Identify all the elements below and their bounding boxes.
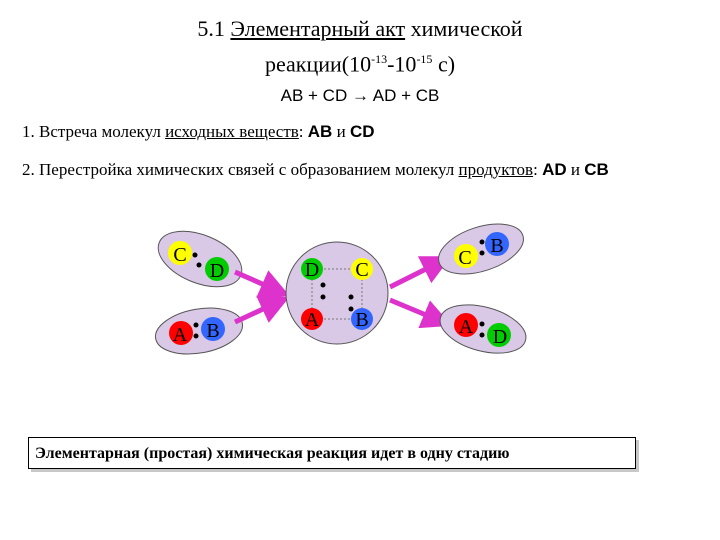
step1-b: CD <box>349 122 375 141</box>
title-rest: химической <box>410 16 523 41</box>
label-d-complex: D <box>305 259 319 281</box>
bond-dot <box>193 322 199 328</box>
section-number: 5.1 <box>197 16 225 41</box>
step1-a: AB <box>307 122 333 141</box>
step2-sep: : <box>533 160 543 179</box>
label-c-cb: C <box>458 247 471 269</box>
bond-dot <box>196 262 202 268</box>
arrow-to-ad <box>389 297 452 329</box>
atom-c-cd <box>168 241 192 265</box>
complex-bonds <box>311 268 363 320</box>
bond-dot <box>320 294 326 300</box>
arrow-ab-to-complex <box>233 295 290 325</box>
atom-b-ab <box>201 317 225 341</box>
step-2: 2. Перестройка химических связей с образ… <box>22 160 609 180</box>
label-a-complex: A <box>305 309 320 331</box>
atom-d-cd <box>205 257 229 281</box>
bond-dot <box>348 306 354 312</box>
bond-dot <box>193 333 199 339</box>
molecule-ab: A B <box>155 307 243 355</box>
step2-a: AD <box>542 160 567 179</box>
time-suffix: с) <box>432 51 456 77</box>
bond-dot <box>479 321 485 327</box>
step1-prefix: 1. Встреча молекул <box>22 122 166 141</box>
molecule-ad-shell <box>439 304 527 354</box>
molecule-ab-shell <box>155 307 243 355</box>
molecule-cb-shell <box>438 223 524 275</box>
step1-underlined: исходных веществ <box>165 122 299 141</box>
label-c-complex: C <box>355 259 368 281</box>
label-b-cb: B <box>490 235 503 257</box>
label-d-ad: D <box>493 326 507 348</box>
bond-dot <box>479 250 485 256</box>
activated-complex: D C A B <box>285 241 389 345</box>
bond-dot <box>320 282 326 288</box>
bond-dot <box>479 332 485 338</box>
atom-c-cb <box>454 244 478 268</box>
exp-1: -13 <box>371 52 388 66</box>
step2-and: и <box>566 160 585 179</box>
title-underlined: Элементарный акт <box>230 16 406 41</box>
molecule-cd-shell <box>157 230 243 288</box>
molecule-ad: A D <box>439 304 527 354</box>
label-d-cd: D <box>210 260 224 282</box>
atom-c-complex <box>351 258 373 280</box>
molecule-cb: C B <box>438 223 524 275</box>
step2-prefix: 2. Перестройка химических связей с образ… <box>22 160 459 179</box>
step2-underlined: продуктов <box>458 160 534 179</box>
arrow-to-cb <box>388 256 452 290</box>
conclusion-box: Элементарная (простая) химическая реакци… <box>28 437 636 469</box>
title-line-1: 5.1 Элементарный акт химической <box>0 14 720 44</box>
atom-b-complex <box>351 308 373 330</box>
reaction-equation: AB + CD → AD + CB <box>280 86 440 105</box>
atom-d-ad <box>487 323 511 347</box>
conclusion-text: Элементарная (простая) химическая реакци… <box>35 445 510 462</box>
bond-dot <box>192 252 198 258</box>
molecule-cd: C D <box>157 230 243 288</box>
step-1: 1. Встреча молекул исходных веществ: AB … <box>22 122 375 142</box>
time-mid: -10 <box>387 51 417 77</box>
step1-sep: : <box>298 122 308 141</box>
label-a-ad: A <box>459 316 474 338</box>
time-prefix: (10 <box>341 51 372 77</box>
label-b-complex: B <box>355 309 368 331</box>
atom-a-ad <box>454 313 478 337</box>
step1-and: и <box>332 122 350 141</box>
complex-shell <box>285 241 389 345</box>
bond-dot <box>479 239 485 245</box>
label-b-ab: B <box>206 320 219 342</box>
atom-b-cb <box>485 232 509 256</box>
exp-2: -15 <box>416 52 433 66</box>
atom-a-complex <box>301 308 323 330</box>
title-line2-word: реакции <box>264 51 342 77</box>
bond-dot <box>348 294 354 300</box>
label-c-cd: C <box>173 244 186 266</box>
arrow-cd-to-complex <box>233 269 290 298</box>
atom-d-complex <box>301 258 323 280</box>
atom-a-ab <box>169 321 193 345</box>
step2-b: CB <box>584 160 609 179</box>
label-a-ab: A <box>173 324 188 346</box>
title-line-2: реакции(10-13-10-15 с) <box>0 44 720 79</box>
